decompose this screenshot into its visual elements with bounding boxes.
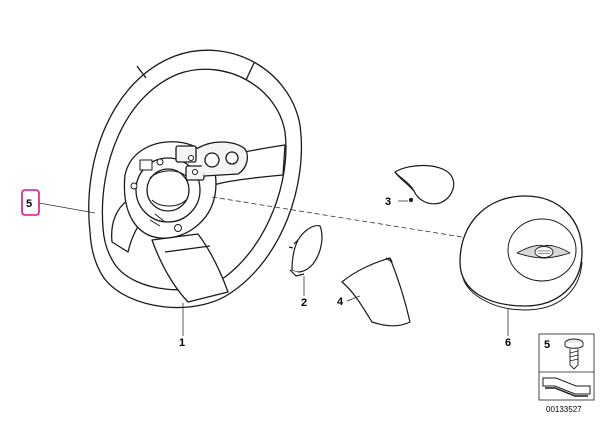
cover-small[interactable] xyxy=(288,225,323,277)
callout-cover-lower: 4 xyxy=(337,296,344,308)
callout-steering-wheel: 1 xyxy=(179,337,185,349)
callout-cover-upper: 3 xyxy=(385,196,391,208)
cover-lower[interactable] xyxy=(341,257,411,327)
callout-screw-highlighted[interactable]: 5 xyxy=(21,189,40,216)
cover-upper[interactable] xyxy=(394,164,455,205)
legend-callout: 5 xyxy=(544,339,550,351)
arrow-icon xyxy=(542,377,591,397)
callout-cover-small: 2 xyxy=(301,297,307,309)
screw-icon xyxy=(564,338,584,370)
leader-lines xyxy=(38,196,509,336)
reference-number: 00133527 xyxy=(546,405,582,414)
callout-screw-label: 5 xyxy=(26,198,32,210)
legend-box: 5 xyxy=(538,333,595,401)
steering-wheel[interactable] xyxy=(88,49,303,309)
mini-wing-logo xyxy=(516,244,571,259)
callout-airbag: 6 xyxy=(505,337,511,349)
airbag-module[interactable] xyxy=(459,195,583,311)
